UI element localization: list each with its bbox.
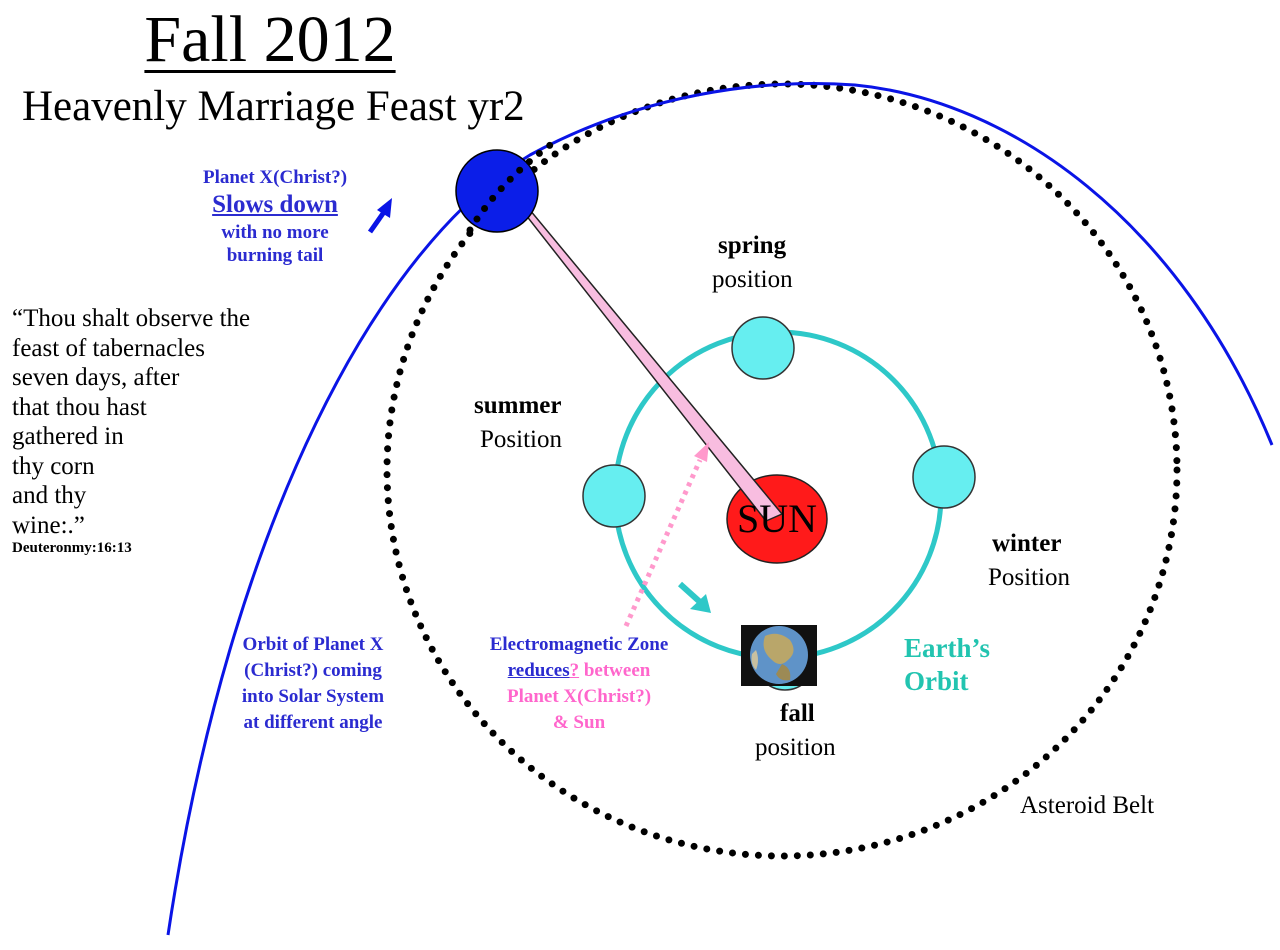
asteroid-belt-ring <box>383 80 1181 860</box>
planet-x-label: Planet X(Christ?) Slows down with no mor… <box>170 166 380 267</box>
planet-x-orbit <box>166 82 1274 936</box>
em-zone-line1: Electromagnetic Zone <box>489 634 669 655</box>
quote-line: wine:.” <box>12 511 85 539</box>
scripture-quote: “Thou shalt observe the feast of taberna… <box>12 304 250 540</box>
winter-name: winter <box>992 530 1062 557</box>
quote-line: seven days, after <box>12 364 180 391</box>
direction-arrow-icon <box>367 198 392 234</box>
em-zone-line3: Planet X(Christ?) <box>506 686 652 707</box>
planet-x-orbit-note: Orbit of Planet X (Christ?) coming into … <box>222 632 404 736</box>
em-zone-between: between <box>579 660 651 681</box>
spring-position-label: position <box>712 266 793 293</box>
earth-globe-icon <box>741 625 817 691</box>
fall-position-label: position <box>755 734 836 761</box>
asteroid-belt-label: Asteroid Belt <box>1020 792 1155 819</box>
orbit-note-line4: at different angle <box>243 712 383 733</box>
page-title: Fall 2012 <box>144 3 396 76</box>
spring-planet <box>731 316 795 380</box>
em-zone-line2: reduces? between <box>470 658 688 684</box>
earth-orbit-line2: Orbit <box>904 666 969 696</box>
em-zone-label: Electromagnetic Zone reduces? between Pl… <box>470 632 688 736</box>
scripture-reference: Deuteronmy:16:13 <box>12 540 132 556</box>
summer-planet <box>582 464 646 528</box>
em-zone-arrow-icon <box>623 442 709 628</box>
quote-line: feast of tabernacles <box>12 334 205 362</box>
quote-line: and thy <box>12 482 87 509</box>
em-zone-question: ? <box>569 660 580 681</box>
earth-orbit-label: Earth’s Orbit <box>904 632 990 698</box>
quote-line: “Thou shalt observe the <box>12 305 251 332</box>
earth-orbit-line1: Earth’s <box>904 633 990 663</box>
planet-x-icon <box>455 149 539 233</box>
orbit-direction-arrow-icon <box>677 581 711 613</box>
fall-name: fall <box>780 700 815 727</box>
page-subtitle: Heavenly Marriage Feast yr2 <box>22 83 525 130</box>
planet-x-slows-down: Slows down <box>212 191 338 218</box>
winter-position-label: Position <box>988 564 1070 591</box>
orbit-note-line2: (Christ?) coming <box>244 660 382 681</box>
quote-line: gathered in <box>12 423 124 450</box>
spring-name: spring <box>718 232 787 259</box>
quote-line: thy corn <box>12 452 95 480</box>
belt-dots-over-planet <box>466 134 564 234</box>
planet-x-label-line4: burning tail <box>226 245 324 266</box>
planet-x-label-line1: Planet X(Christ?) <box>202 167 348 188</box>
orbit-note-line1: Orbit of Planet X <box>242 634 384 655</box>
summer-position-label: Position <box>480 426 562 453</box>
em-zone-reduces: reduces <box>507 660 570 681</box>
winter-planet <box>912 445 976 509</box>
planet-x-label-line3: with no more <box>221 222 329 243</box>
orbit-note-line3: into Solar System <box>241 686 385 707</box>
summer-name: summer <box>474 392 562 419</box>
quote-line: that thou hast <box>12 393 147 421</box>
em-zone-line4: & Sun <box>552 712 606 733</box>
sun-label: SUN <box>736 496 818 541</box>
